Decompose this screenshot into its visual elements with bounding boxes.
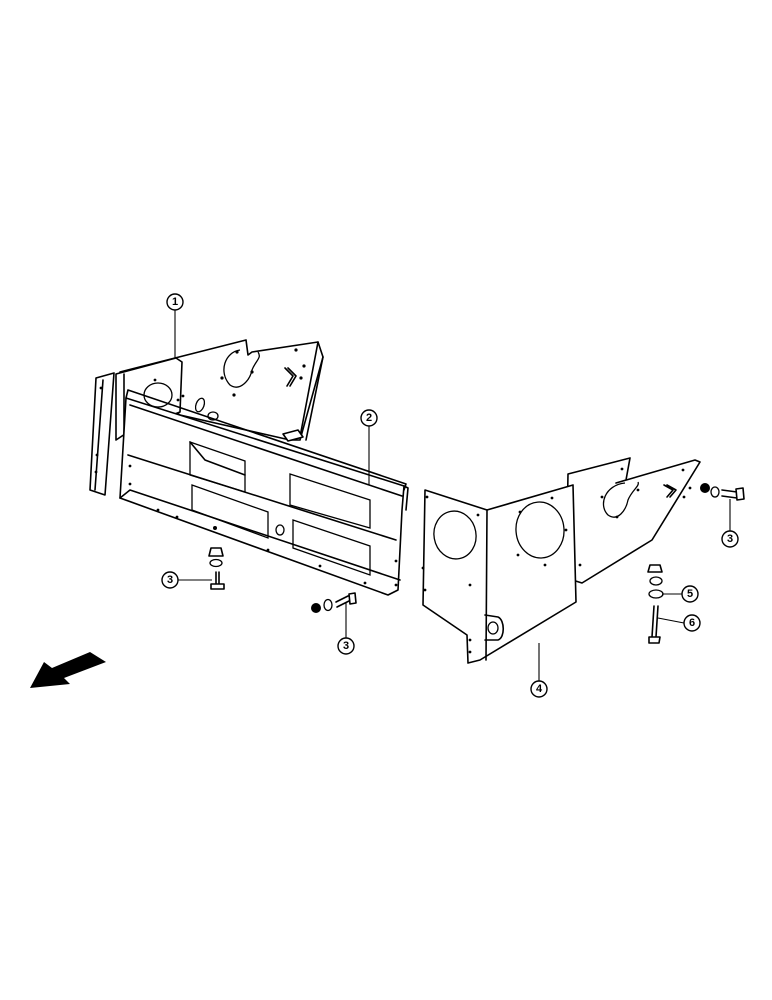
svg-text:3: 3: [727, 533, 733, 545]
callout-1: 1: [166, 293, 184, 311]
svg-text:2: 2: [366, 412, 372, 424]
front-direction-arrow-icon: [30, 652, 106, 688]
svg-text:1: 1: [172, 296, 178, 308]
callout-4: 4: [530, 680, 548, 698]
fastener-set-center: [311, 592, 357, 613]
svg-text:6: 6: [689, 617, 695, 629]
leader-lines: [174, 310, 731, 681]
callout-3-center: 3: [337, 637, 355, 655]
callout-3-right: 3: [721, 530, 739, 548]
part-4-front-plate: [422, 484, 577, 664]
fastener-set-right-upper: [700, 483, 745, 501]
part-4-back-plate: [565, 457, 701, 584]
svg-text:3: 3: [167, 574, 173, 586]
part-1-left-upright: [89, 372, 115, 496]
keyhole-cutout: [223, 349, 260, 388]
fastener-set-left: [208, 547, 225, 590]
right-assembly: [421, 457, 701, 664]
callout-5: 5: [681, 585, 699, 603]
svg-text:5: 5: [687, 588, 693, 600]
callout-3-left: 3: [161, 571, 179, 589]
callout-6: 6: [683, 614, 701, 632]
fastener-set-right-lower: [647, 564, 664, 644]
svg-text:3: 3: [343, 640, 349, 652]
svg-text:4: 4: [536, 683, 543, 695]
callout-2: 2: [360, 409, 378, 427]
chevron-slot: [284, 367, 294, 387]
left-assembly: [89, 339, 409, 596]
